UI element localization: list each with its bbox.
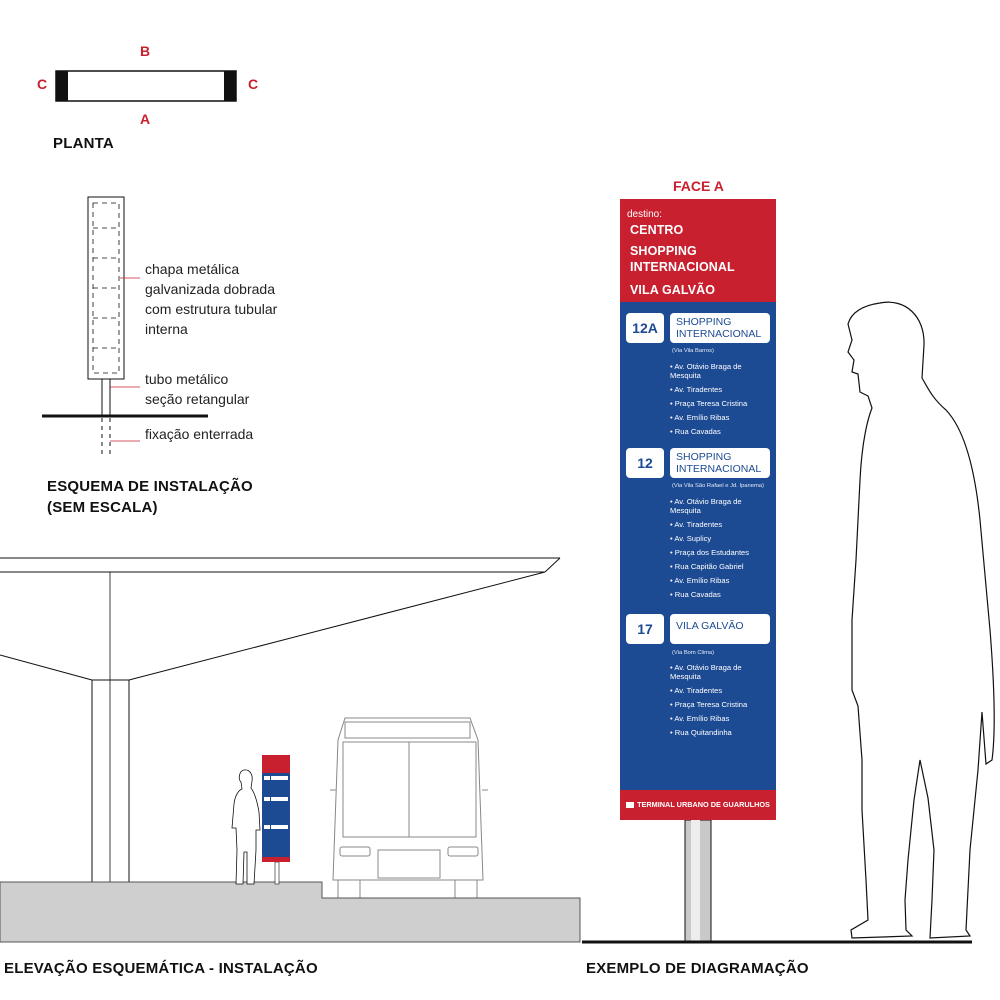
route-via: (Via Bom Clima) [672, 650, 715, 656]
stop-item: Av. Otávio Braga de Mesquita [670, 663, 752, 681]
installation-title: ESQUEMA DE INSTALAÇÃO (SEM ESCALA) [47, 478, 253, 516]
route-stops: Av. Otávio Braga de Mesquita Av. Tiraden… [670, 663, 752, 742]
route-stops: Av. Otávio Braga de Mesquita Av. Tiraden… [670, 497, 752, 604]
face-label: FACE A [673, 178, 724, 194]
stop-item: Av. Emílio Ribas [670, 576, 752, 585]
stop-item: Rua Quitandinha [670, 728, 752, 737]
stop-item: Av. Otávio Braga de Mesquita [670, 362, 752, 380]
plan-label-c-right: C [248, 76, 259, 92]
route-via: (Via Vila Barros) [672, 348, 714, 354]
plan-title: PLANTA [53, 135, 114, 152]
stop-item: Rua Cavadas [670, 590, 752, 599]
destination-centro: CENTRO [630, 223, 684, 237]
flag-icon [626, 802, 635, 809]
note-metal-tube: tubo metálico seção retangular [145, 371, 250, 407]
note-buried-fixing: fixação enterrada [145, 426, 254, 442]
stop-item: Av. Emílio Ribas [670, 714, 752, 723]
route-stops: Av. Otávio Braga de Mesquita Av. Tiraden… [670, 362, 752, 441]
note-sheet-metal: chapa metálica galvanizada dobrada com e… [145, 261, 278, 337]
route-number: 17 [626, 614, 664, 644]
stop-item: Av. Tiradentes [670, 385, 752, 394]
footer-text: TERMINAL URBANO DE GUARULHOS [637, 800, 770, 809]
sign-destination-panel: destino: CENTRO SHOPPING INTERNACIONAL V… [620, 199, 776, 302]
plan-label-c-left: C [37, 76, 48, 92]
elevation-title: ELEVAÇÃO ESQUEMÁTICA - INSTALAÇÃO [4, 960, 318, 977]
destination-vila-galvao: VILA GALVÃO [630, 283, 716, 297]
stop-item: Av. Suplicy [670, 534, 752, 543]
stop-item: Rua Cavadas [670, 427, 752, 436]
destination-shopping-line1: SHOPPING [630, 244, 697, 258]
stop-item: Rua Capitão Gabriel [670, 562, 752, 571]
stop-item: Av. Tiradentes [670, 520, 752, 529]
route-destination: SHOPPING INTERNACIONAL [670, 313, 770, 343]
destino-label: destino: [627, 209, 663, 220]
route-number: 12 [626, 448, 664, 478]
stop-item: Av. Emílio Ribas [670, 413, 752, 422]
stop-item: Av. Tiradentes [670, 686, 752, 695]
stop-item: Praça Teresa Cristina [670, 700, 752, 709]
sign-face-a: destino: CENTRO SHOPPING INTERNACIONAL V… [620, 199, 776, 820]
plan-label-b: B [140, 43, 151, 59]
plan-label-a: A [140, 111, 151, 127]
stop-item: Av. Otávio Braga de Mesquita [670, 497, 752, 515]
route-destination: VILA GALVÃO [670, 614, 770, 644]
sign-footer: TERMINAL URBANO DE GUARULHOS [620, 790, 776, 820]
destination-shopping-line2: INTERNACIONAL [630, 260, 735, 274]
route-via: (Via Vila São Rafael e Jd. Ipanema) [672, 483, 764, 489]
stop-item: Praça dos Estudantes [670, 548, 752, 557]
stop-item: Praça Teresa Cristina [670, 399, 752, 408]
route-number: 12A [626, 313, 664, 343]
route-destination: SHOPPING INTERNACIONAL [670, 448, 770, 478]
example-title: EXEMPLO DE DIAGRAMAÇÃO [586, 960, 809, 977]
